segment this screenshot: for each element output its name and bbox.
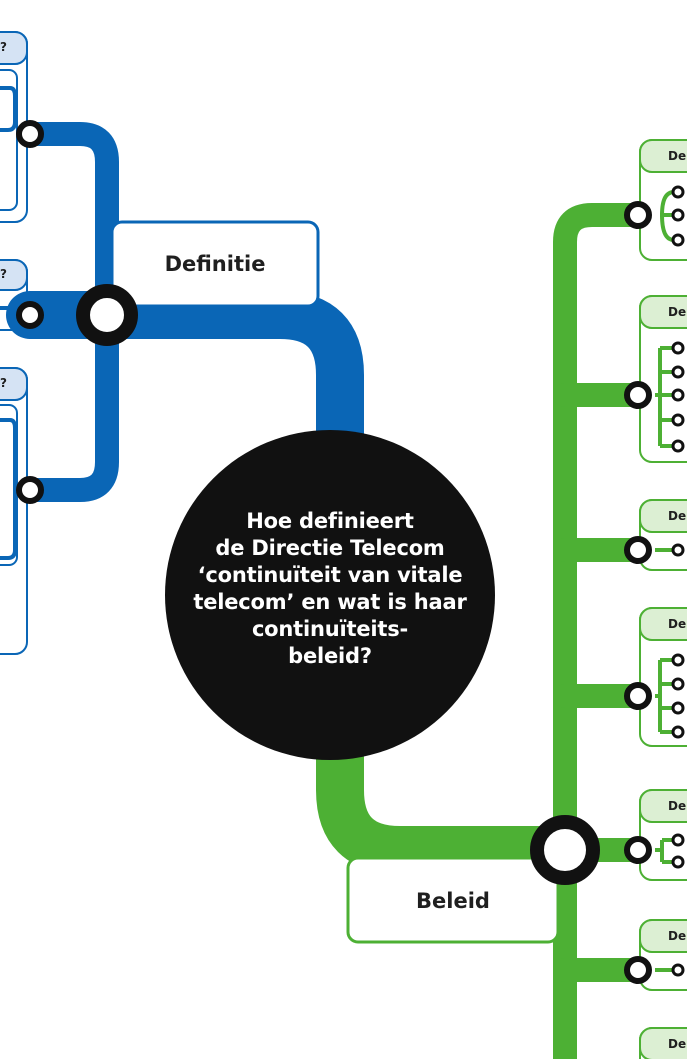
beleid-card-1[interactable] [639,139,687,261]
left-tab-2: ? [0,267,7,281]
right-tab-6: De [668,929,687,943]
question-line-1: Hoe definieert [246,509,414,533]
right-tab-7: De [668,1037,687,1051]
right-tab-5: De [668,799,687,813]
left-node-2 [16,301,44,329]
hub-nodes [16,120,652,984]
beleid-subcards [639,139,687,1059]
left-node-3 [16,476,44,504]
question-line-6: beleid? [288,644,372,668]
beleid-card-3[interactable] [639,499,687,571]
beleid-box[interactable] [346,856,560,944]
definitie-box[interactable] [110,220,320,308]
definitie-label: Definitie [164,252,266,276]
beleid-card-5[interactable] [639,789,687,881]
right-node-3 [624,536,652,564]
left-node-1 [16,120,44,148]
right-tab-4: De [668,617,687,631]
central-question: Hoe definieert de Directie Telecom ‘cont… [170,508,490,670]
question-line-4: telecom’ en wat is haar [193,590,467,614]
central-question-circle[interactable] [165,430,495,760]
right-node-1 [624,201,652,229]
beleid-card-7[interactable] [639,1027,687,1059]
right-tab-3: De [668,509,687,523]
beleid-card-4[interactable] [639,607,687,747]
right-node-5 [624,836,652,864]
beleid-hub-node [530,815,600,885]
left-tab-3: ? [0,376,7,390]
question-line-3: ‘continuïteit van vitale [197,563,463,587]
beleid-card-2[interactable] [639,295,687,463]
right-node-4 [624,682,652,710]
right-node-6 [624,956,652,984]
beleid-label: Beleid [416,889,490,913]
right-node-2 [624,381,652,409]
right-tab-1: De [668,149,687,163]
question-line-5: continuïteits- [251,617,409,641]
definitie-hub-node [76,284,138,346]
right-tab-2: De [668,305,687,319]
left-tab-1: ? [0,40,7,54]
question-line-2: de Directie Telecom [215,536,445,560]
